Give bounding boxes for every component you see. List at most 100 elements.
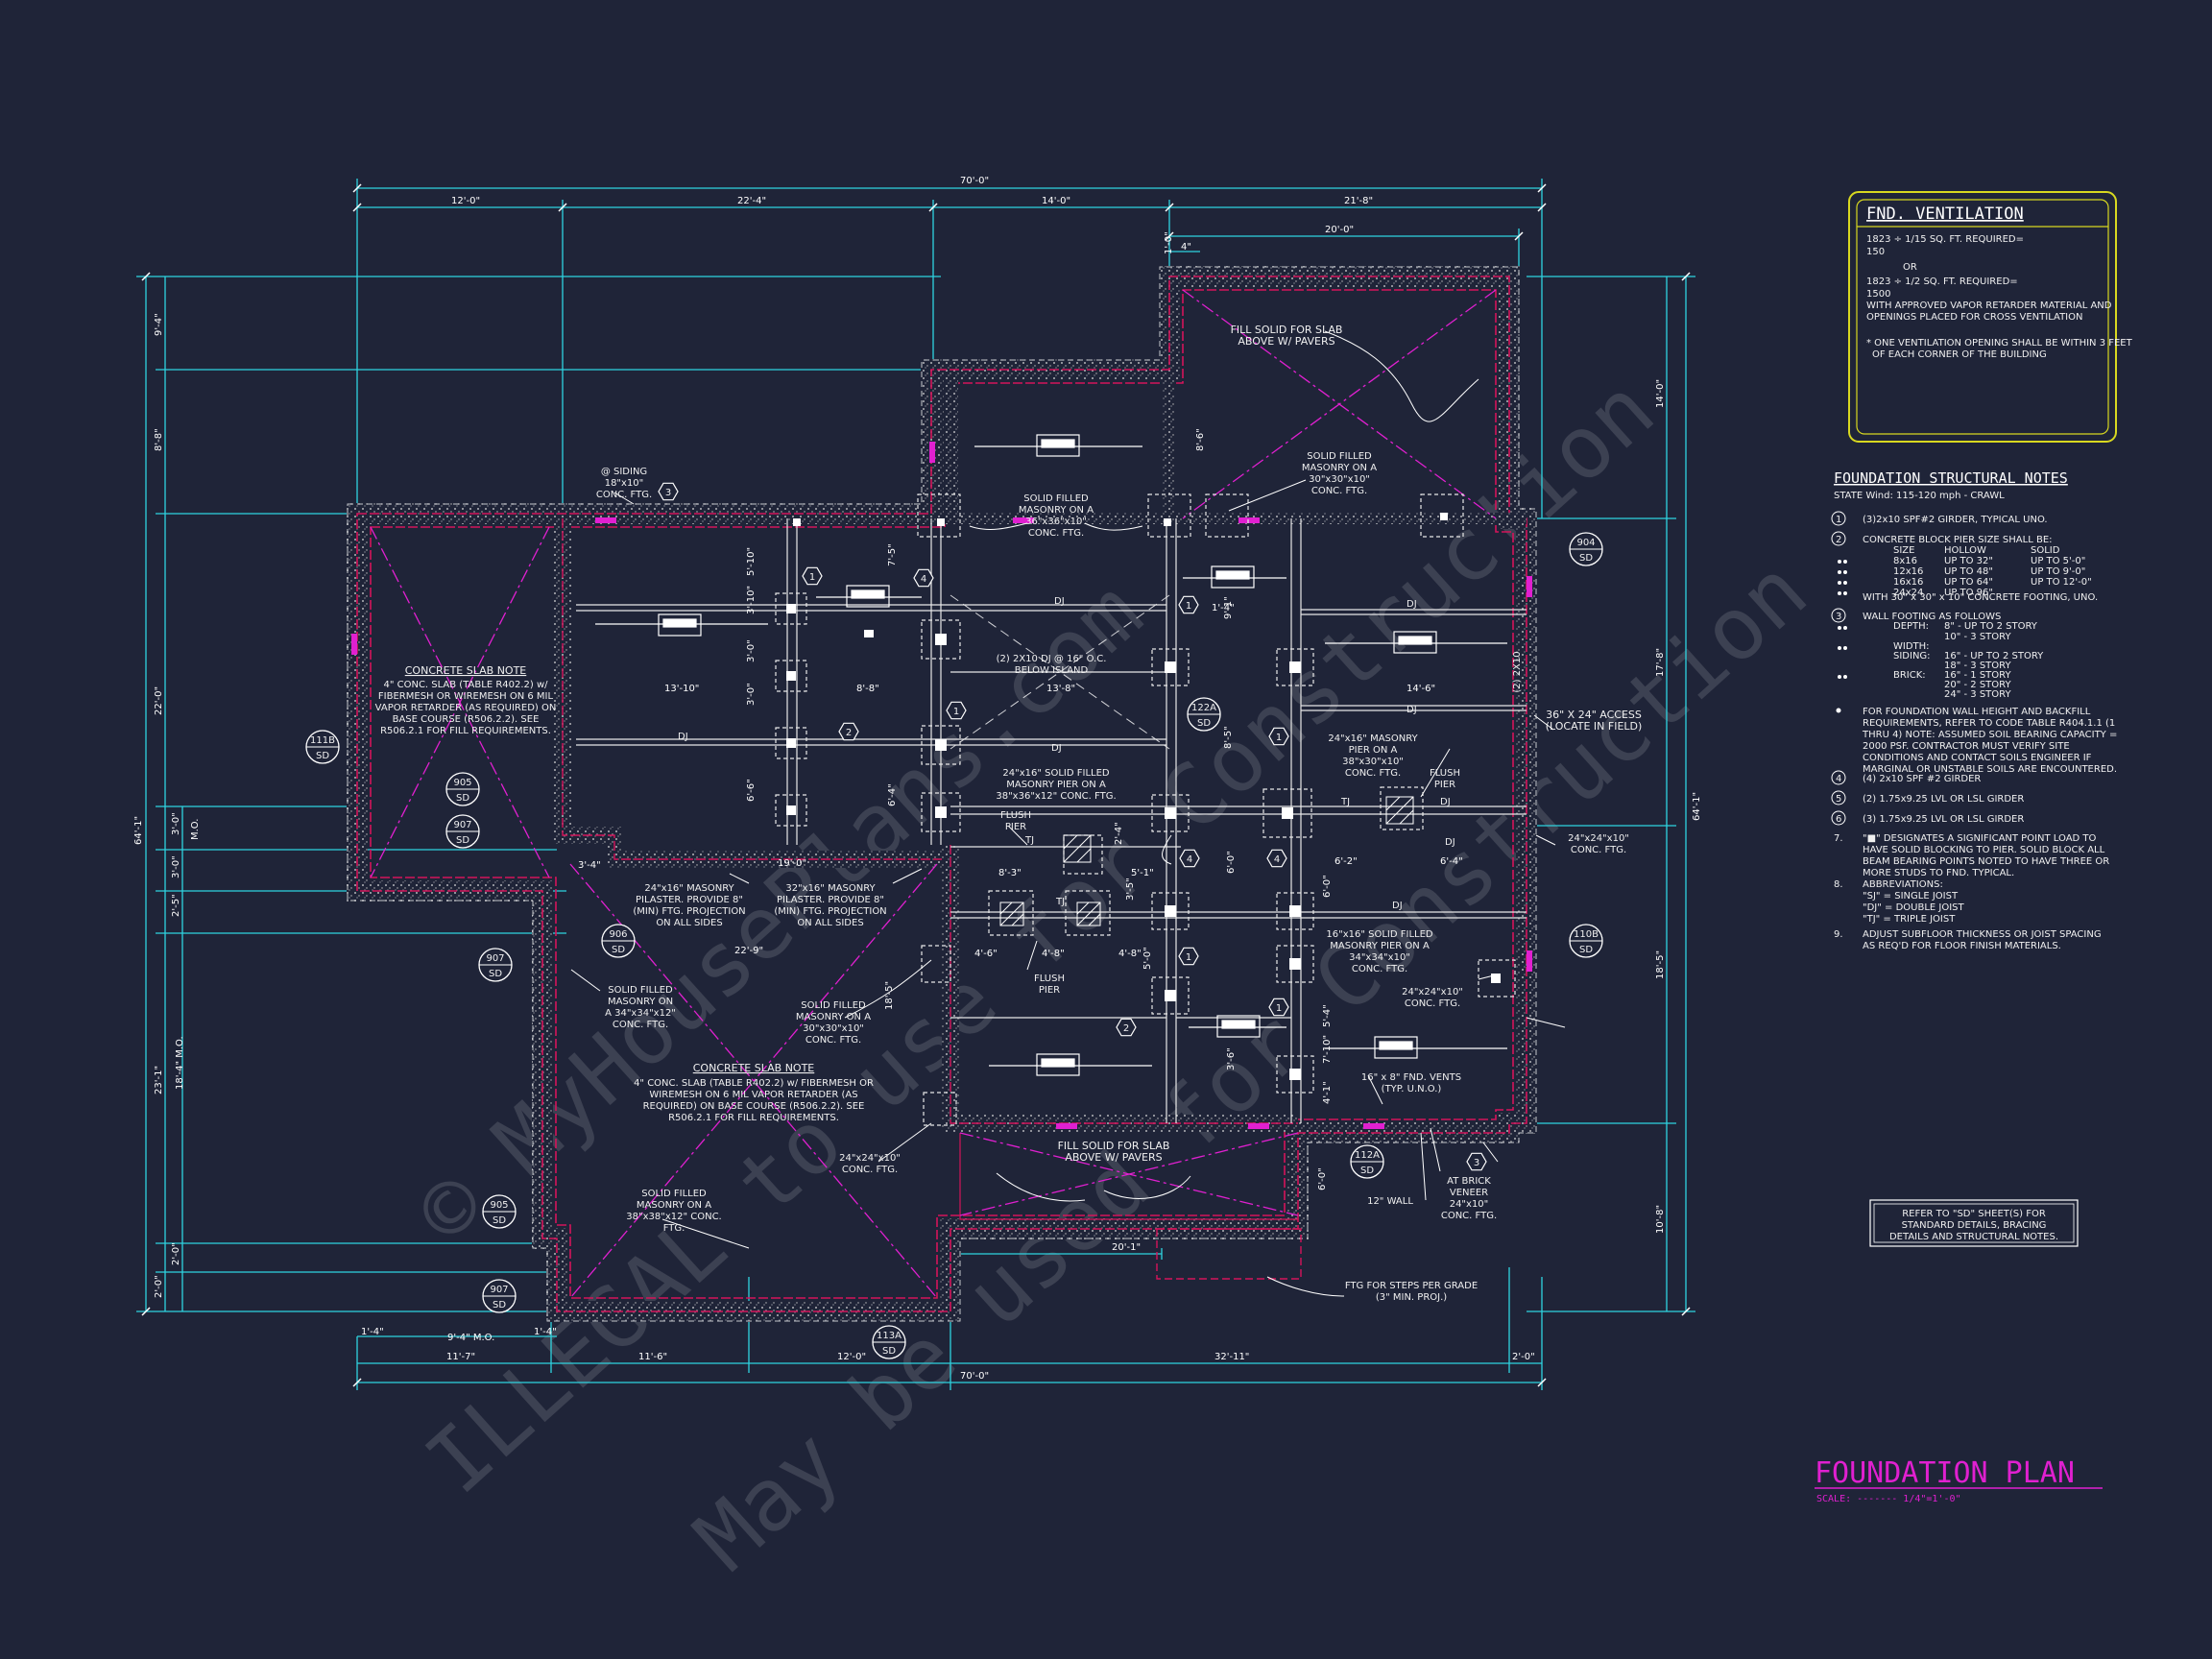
dim-int-0: 13'-10" bbox=[664, 684, 699, 694]
dim-int-25: 7'-5" bbox=[887, 543, 898, 566]
pier-table-cell: 8x16 bbox=[1893, 556, 1917, 566]
note-4-num: 4 bbox=[1836, 774, 1841, 784]
dim-int-30: 3'-6" bbox=[1226, 1047, 1237, 1070]
callout-hexagon: 4 bbox=[1179, 849, 1200, 868]
tj-label-3: TJ bbox=[1340, 797, 1350, 807]
pier-table-cell: 12x16 bbox=[1893, 566, 1923, 577]
dim-left-2: 8'-8" bbox=[154, 428, 164, 451]
section-tag-sheet: SD bbox=[489, 969, 502, 979]
callout-hexagon: 3 bbox=[658, 482, 679, 501]
dim-left-5: 3'-0" bbox=[171, 855, 181, 878]
dim-int-2: 13'-8" bbox=[1046, 684, 1075, 694]
sheet-title: FOUNDATION PLAN bbox=[1815, 1456, 2075, 1490]
note-slab-left: 4" CONC. SLAB (TABLE R402.2) w/FIBERMESH… bbox=[375, 680, 557, 736]
siding-label: SIDING: bbox=[1893, 651, 1931, 661]
dim-left-7: 23'-1" bbox=[154, 1066, 164, 1094]
note-8-num: 8. bbox=[1834, 879, 1843, 890]
dimension-ticks bbox=[141, 183, 1691, 1387]
dim-int-4: 1'-4" bbox=[1212, 603, 1235, 613]
note-2-num: 2 bbox=[1836, 535, 1841, 545]
dim-bottom-1: 11'-7" bbox=[446, 1352, 475, 1362]
note-2: CONCRETE BLOCK PIER SIZE SHALL BE: bbox=[1863, 535, 2053, 545]
dim-int-28: 3'-5" bbox=[1125, 878, 1136, 901]
callout-number: 1 bbox=[809, 572, 815, 583]
title-block: FOUNDATION PLAN SCALE: ------- 1/4"=1'-0… bbox=[1815, 1456, 2103, 1504]
dimension-labels: 70'-0" 12'-0" 22'-4" 14'-0" 21'-8" 20'-0… bbox=[133, 176, 1702, 1382]
dim-top-right-small: 4" bbox=[1181, 242, 1191, 252]
pier-table-cell: UP TO 9'-0" bbox=[2031, 566, 2085, 577]
callout-hexagon: 4 bbox=[913, 568, 934, 588]
dim-left-4: 3'-0" bbox=[171, 812, 181, 835]
section-tag-number: 113A bbox=[877, 1331, 902, 1341]
dim-bottom-3: 12'-0" bbox=[837, 1352, 866, 1362]
dim-top-overall: 70'-0" bbox=[960, 176, 989, 186]
dj-label-6: DJ bbox=[1445, 837, 1455, 848]
note-ftg-24-bottom: 24"x24"x10"CONC. FTG. bbox=[839, 1153, 901, 1175]
callout-number: 3 bbox=[665, 488, 671, 498]
pier-header-hollow: HOLLOW bbox=[1944, 545, 1986, 556]
section-tag-sheet: SD bbox=[316, 751, 329, 761]
section-tag-number: 112A bbox=[1355, 1150, 1380, 1161]
dim-left-6: 2'-5" bbox=[171, 894, 181, 917]
piers bbox=[775, 493, 1516, 1126]
dim-top-3: 14'-0" bbox=[1042, 196, 1070, 206]
vent-line-2: 150 bbox=[1866, 247, 1885, 257]
dim-int-27: 6'-0" bbox=[1226, 851, 1237, 874]
section-tag-number: 904 bbox=[1576, 538, 1595, 548]
dim-int-24: 6'-4" bbox=[887, 783, 898, 806]
section-tag: 112A SD bbox=[1350, 1144, 1384, 1179]
dim-int-35: 1'-0" bbox=[1164, 231, 1174, 254]
ventilation-title: FND. VENTILATION bbox=[1866, 204, 2024, 224]
callout-number: 1 bbox=[1276, 1003, 1282, 1014]
section-tag-sheet: SD bbox=[493, 1215, 506, 1226]
dim-bottom-5: 2'-0" bbox=[1512, 1352, 1535, 1362]
dim-left-9: 2'-0" bbox=[154, 1275, 164, 1298]
dj-label-5: DJ bbox=[1407, 705, 1417, 715]
dim-int-14: 3'-4" bbox=[578, 860, 601, 871]
section-tag-sheet: SD bbox=[456, 793, 469, 804]
callout-number: 3 bbox=[1474, 1158, 1479, 1168]
dim-int-9: 4'-8" bbox=[1042, 949, 1065, 959]
dim-int-26: 18'-5" bbox=[884, 981, 895, 1010]
brick-val-1: 16" - 1 STORY bbox=[1944, 670, 2011, 681]
interior-dimension-labels: 13'-10" 8'-8" 13'-8" 14'-6" 1'-4" 19'-0"… bbox=[578, 231, 1463, 1253]
dim-top-1: 12'-0" bbox=[451, 196, 480, 206]
note-1: (3)2x10 SPF#2 GIRDER, TYPICAL UNO. bbox=[1863, 515, 2048, 525]
note-6: (3) 1.75x9.25 LVL OR LSL GIRDER bbox=[1863, 814, 2024, 825]
diag-joist-lines bbox=[950, 594, 1170, 750]
vent-line-4: 1500 bbox=[1866, 289, 1890, 300]
note-3-num: 3 bbox=[1836, 612, 1841, 622]
depth-val-1: 8" - UP TO 2 STORY bbox=[1944, 621, 2038, 632]
section-tag-number: 905 bbox=[453, 778, 471, 788]
dim-right-overall: 64'-1" bbox=[1692, 792, 1702, 821]
callout-number: 4 bbox=[921, 574, 926, 585]
dim-top-4: 21'-8" bbox=[1344, 196, 1373, 206]
section-tag-sheet: SD bbox=[612, 945, 625, 955]
pier-table-cell: UP TO 5'-0" bbox=[2031, 556, 2085, 566]
pier-table-cell: UP TO 32" bbox=[1944, 556, 1993, 566]
vent-line-1: 1823 ÷ 1/15 SQ. FT. REQUIRED= bbox=[1866, 234, 2024, 245]
callout-number: 1 bbox=[1186, 952, 1191, 963]
flush-piers bbox=[999, 796, 1414, 926]
brick-label: BRICK: bbox=[1893, 670, 1926, 681]
dim-int-15: 5'-1" bbox=[1131, 868, 1154, 878]
section-tag-number: 907 bbox=[486, 953, 504, 964]
vent-or: OR bbox=[1903, 262, 1917, 273]
dim-int-7: 8'-3" bbox=[998, 868, 1022, 878]
section-tag-sheet: SD bbox=[1360, 1166, 1374, 1176]
dim-int-17: 9'-1" bbox=[1223, 596, 1234, 619]
